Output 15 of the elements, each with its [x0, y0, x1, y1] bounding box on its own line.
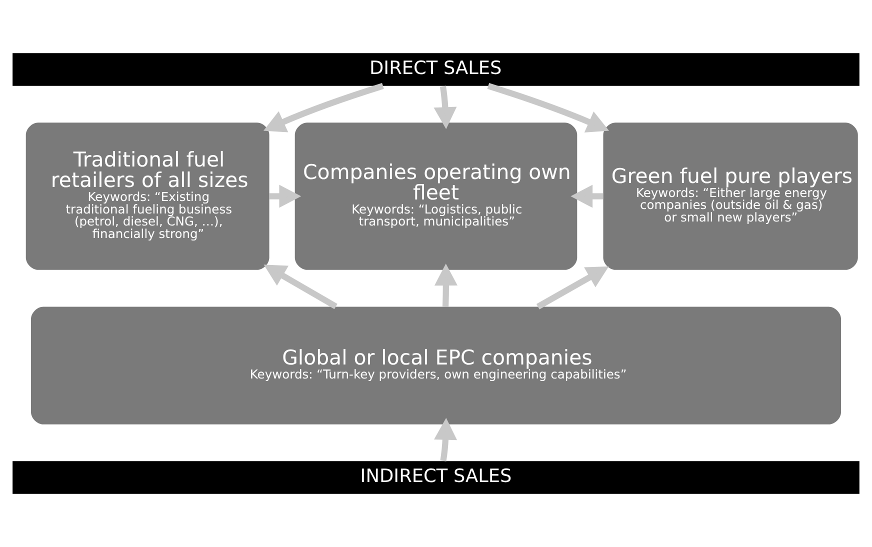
arrow	[434, 418, 458, 462]
node-box: Companies operating own fleet Keywords: “Logistics, public transport, municipalities”	[294, 122, 578, 270]
arrow	[263, 83, 384, 132]
node-box: Global or local EPC companies Keywords: “Turn-key providers, own engineering capabilities”	[30, 306, 842, 424]
arrow	[270, 184, 302, 208]
arrow	[264, 264, 338, 310]
node-box: DIRECT SALES	[12, 53, 860, 86]
arrow	[434, 86, 457, 130]
arrow	[570, 184, 603, 208]
arrow	[434, 264, 458, 307]
node-box: Traditional fuel retailers of all sizes Keywords: “Existing traditional fueling business (petrol, diesel, CNG, …), financially strong”	[26, 122, 270, 270]
arrow	[487, 83, 610, 133]
node-box: INDIRECT SALES	[12, 461, 860, 494]
arrow	[536, 266, 609, 310]
node-box: Green fuel pure players Keywords: “Either large energy companies (outside oil & gas) or small new players”	[603, 122, 858, 270]
